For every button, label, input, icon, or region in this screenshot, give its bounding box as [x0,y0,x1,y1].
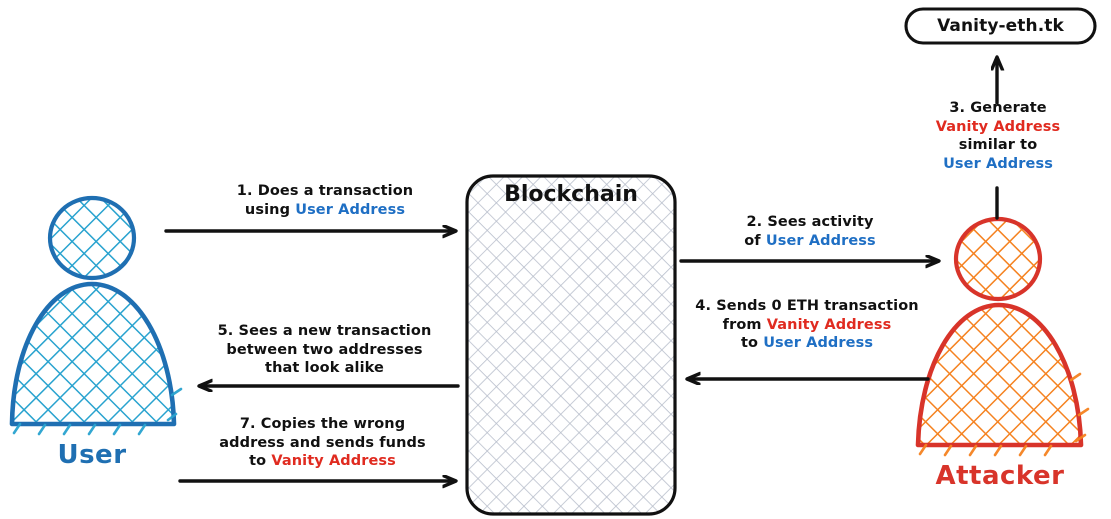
address-token-user-address: User Address [765,232,876,249]
step-line: 2. Sees activity [690,213,930,232]
step-4-label: 4. Sends 0 ETH transaction from Vanity Ad… [682,297,932,353]
step-line: 1. Does a transaction [180,182,470,201]
step-text: 3. Generate [949,100,1047,116]
vanity-site-label: Vanity-eth.tk [937,16,1064,36]
step-text: of [744,232,766,249]
step-text: 5. Sees a new transaction [217,323,432,339]
blockchain-label: Blockchain [504,182,638,207]
step-text: 4. Sends 0 ETH transaction [695,298,919,314]
step-line: from Vanity Address [682,316,932,335]
step-line: of User Address [690,232,930,251]
step-text: between two addresses [226,341,423,358]
step-line: 4. Sends 0 ETH transaction [682,297,932,316]
step-line: to Vanity Address [190,452,455,471]
address-token-vanity-address: Vanity Address [766,316,892,333]
address-token-user-address: User Address [295,201,406,218]
address-token-vanity-address: Vanity Address [935,118,1061,135]
step-text: that look alike [265,360,384,377]
step-text: 1. Does a transaction [236,183,414,199]
step-line: 7. Copies the wrong [190,415,455,434]
step-2-label: 2. Sees activity of User Address [690,213,930,250]
step-line: similar to [907,136,1089,155]
step-text: address and sends funds [219,434,426,451]
step-7-label: 7. Copies the wrong address and sends fun… [190,415,455,471]
step-text: using [244,201,296,218]
step-line: 5. Sees a new transaction [192,322,457,341]
step-line: that look alike [192,359,457,378]
step-text: similar to [958,137,1038,154]
user-actor-label: User [57,440,127,470]
step-text: to [740,335,764,352]
step-line: Vanity Address [907,118,1089,137]
step-text: 7. Copies the wrong [239,416,406,432]
step-line: 3. Generate [907,99,1089,118]
step-line: to User Address [682,334,932,353]
attacker-actor-label: Attacker [935,461,1065,491]
user-actor[interactable] [9,195,183,436]
address-token-vanity-address: Vanity Address [271,453,396,470]
address-token-user-address: User Address [943,155,1053,172]
step-line: User Address [907,155,1089,174]
step-text: 2. Sees activity [746,214,874,230]
step-5-label: 5. Sees a new transaction between two add… [192,322,457,378]
vanity-site-node[interactable] [904,7,1097,45]
address-token-user-address: User Address [763,335,874,352]
step-1-label: 1. Does a transaction using User Address [180,182,470,219]
step-line: between two addresses [192,341,457,360]
blockchain-node[interactable] [465,174,677,516]
attacker-actor[interactable] [915,216,1090,457]
step-line: address and sends funds [190,434,455,453]
step-text: from [722,316,767,333]
step-line: using User Address [180,201,470,220]
step-text: to [249,453,272,470]
